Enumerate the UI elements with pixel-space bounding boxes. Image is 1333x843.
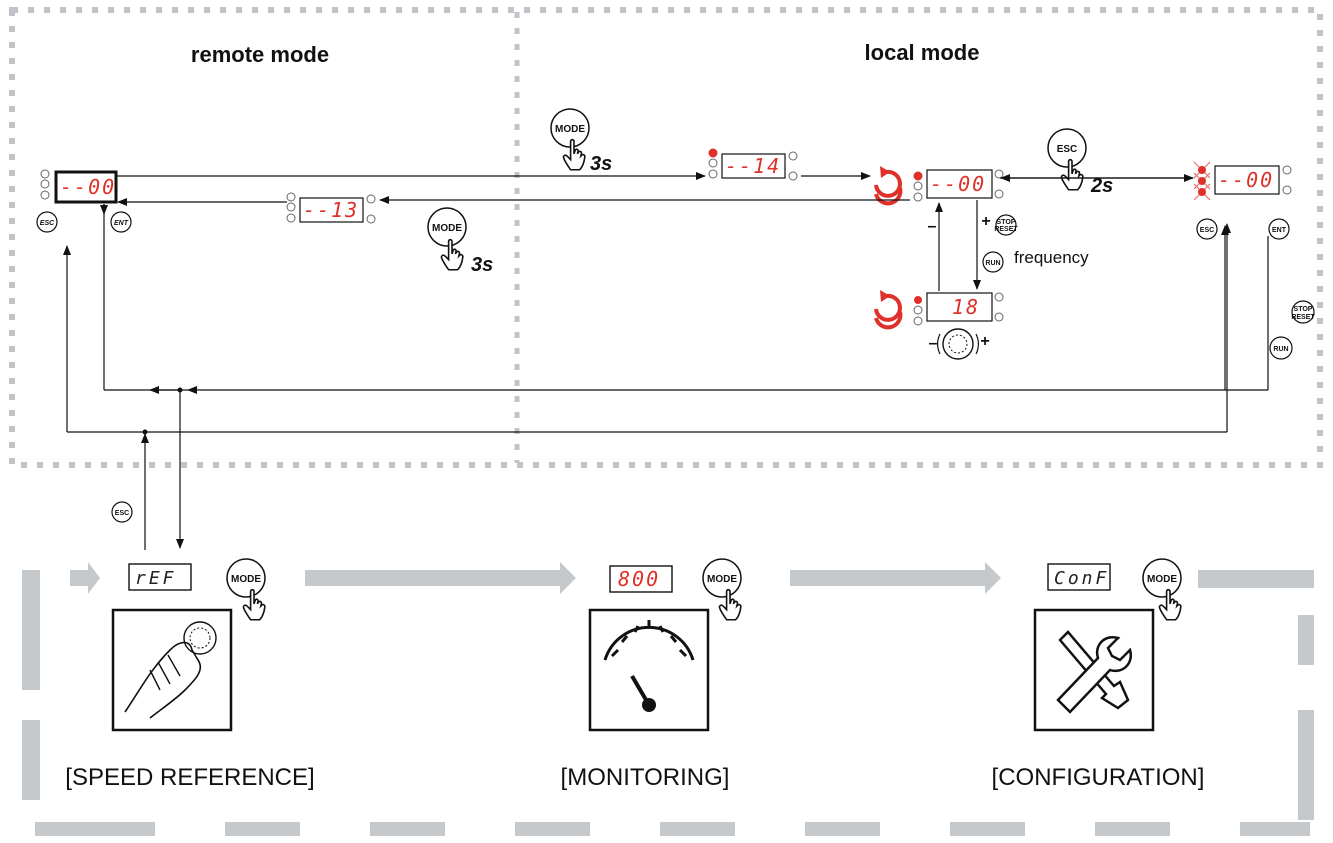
rotate-icon-local [874,166,903,206]
esc-hold-time: 2s [1090,175,1113,197]
mode-hold-time-2: 3s [471,254,493,276]
local-run-button[interactable]: RUN [1269,336,1293,360]
blinking-leds-icon [1193,161,1211,201]
ref-display-value: rEF [135,568,177,589]
menu-label-speed-reference: [SPEED REFERENCE] [65,764,314,791]
remote-mode-title: remote mode [191,42,329,67]
jog-dial-icon[interactable] [936,328,980,360]
mon-display-value: 800 [618,567,660,591]
conf-display: ConF [1047,563,1111,591]
mode-button-ref[interactable]: MODE [226,558,266,621]
esc-button-hold[interactable]: ESC [1047,128,1087,191]
conf-display-value: ConF [1054,568,1109,589]
configuration-tools-icon [1033,608,1155,732]
ref-display: rEF [128,563,192,591]
mode-button-hold-to-local[interactable]: MODE [550,108,590,171]
svg-text:STOP: STOP [1294,306,1313,313]
local-display: --00 [913,169,1004,202]
dial-plus-label: + [980,333,989,350]
junction-dot [142,429,148,435]
stop-reset-button-local[interactable]: STOP RESET [994,214,1018,236]
local-esc-button[interactable]: ESC [1196,218,1218,240]
mode-button-mon[interactable]: MODE [702,558,742,621]
menu-label-monitoring: [MONITORING] [561,764,730,791]
run-button-local[interactable]: RUN [982,251,1004,273]
svg-text:MODE: MODE [231,574,261,585]
speed-reference-icon [111,608,233,732]
remote-esc-button[interactable]: ESC [36,211,58,233]
svg-text:STOP: STOP [997,219,1016,226]
svg-text:ENT: ENT [1272,227,1287,234]
mon-display: 800 [609,565,673,593]
svg-text:ESC: ESC [40,220,55,227]
svg-text:MODE: MODE [432,223,462,234]
remote-display-value: --00 [60,175,116,199]
svg-text:MODE: MODE [707,574,737,585]
remote-display: --00 [40,169,118,204]
svg-text:MODE: MODE [555,124,585,135]
svg-text:ESC: ESC [115,510,129,517]
menu-ring-border [22,570,1314,836]
svg-text:ESC: ESC [1200,227,1214,234]
svg-text:RUN: RUN [985,260,1000,267]
mode-button-hold-to-remote[interactable]: MODE [427,207,467,271]
mode-button-conf[interactable]: MODE [1142,558,1182,621]
svg-text:RESET: RESET [994,226,1018,233]
esc-button-bottom[interactable]: ESC [111,501,133,523]
svg-text:RUN: RUN [1273,346,1288,353]
local-display-value: --00 [930,172,986,196]
rotate-icon-freq [874,290,903,330]
svg-text:ENT: ENT [114,220,129,227]
frequency-label: frequency [1014,248,1089,267]
display-code-13: --13 [286,192,376,224]
svg-text:RESET: RESET [1291,314,1315,321]
minus-label: – [928,218,937,235]
menu-flow-arrows [70,562,1001,594]
local-right-display-value: --00 [1218,168,1274,192]
dial-minus-label: – [929,335,938,352]
display-code-13-value: --13 [303,198,359,222]
local-mode-title: local mode [865,40,980,65]
local-ent-button[interactable]: ENT [1268,218,1290,240]
flow-lines [63,172,1269,550]
junction-dot [177,387,183,393]
menu-label-configuration: [CONFIGURATION] [992,764,1205,791]
plus-label: + [981,213,990,230]
svg-text:ESC: ESC [1057,144,1078,155]
monitoring-gauge-icon [588,608,710,732]
remote-ent-button[interactable]: ENT [110,211,132,233]
local-right-display: --00 [1193,161,1292,201]
frequency-display-value: 18 [952,295,980,319]
frequency-display: 18 [913,292,1004,326]
top-dashed-border [9,7,1323,468]
mode-hold-time-1: 3s [590,153,612,175]
svg-text:MODE: MODE [1147,574,1177,585]
display-code-14: --14 [708,148,798,181]
local-stop-reset-button[interactable]: STOP RESET [1291,300,1315,324]
display-code-14-value: --14 [725,154,781,178]
